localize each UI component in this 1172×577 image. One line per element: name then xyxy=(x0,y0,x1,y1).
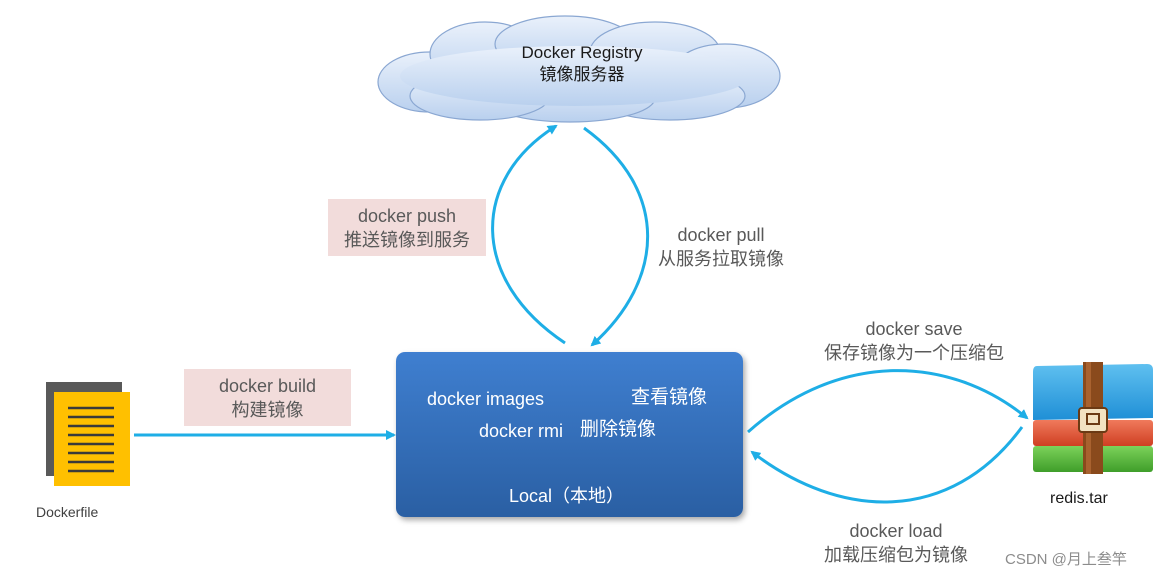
load-label: docker load 加载压缩包为镜像 xyxy=(805,519,987,567)
push-command: docker push xyxy=(357,206,457,226)
push-arrow xyxy=(491,124,566,345)
rmi-description: 删除镜像 xyxy=(580,419,657,440)
pull-command: docker pull xyxy=(677,225,765,245)
load-arrow xyxy=(750,426,1024,504)
registry-subtitle: 镜像服务器 xyxy=(539,65,625,84)
load-description: 加载压缩包为镜像 xyxy=(824,545,968,565)
registry-name: Docker Registry xyxy=(521,43,643,62)
local-label: Local（本地） xyxy=(509,486,625,506)
dockerfile-label: Dockerfile xyxy=(36,504,99,520)
document-icon xyxy=(46,382,130,486)
build-command: docker build xyxy=(218,376,317,396)
save-label: docker save 保存镜像为一个压缩包 xyxy=(800,317,1028,365)
load-command: docker load xyxy=(849,521,943,541)
archive-label: redis.tar xyxy=(1050,490,1108,507)
cloud-icon xyxy=(377,15,781,123)
rmi-command: docker rmi xyxy=(479,421,564,441)
images-description: 查看镜像 xyxy=(631,387,708,408)
images-command: docker images xyxy=(427,389,545,409)
registry-title: Docker Registry 镜像服务器 xyxy=(462,42,702,86)
save-description: 保存镜像为一个压缩包 xyxy=(824,343,1004,363)
build-description: 构建镜像 xyxy=(231,400,304,420)
archive-icon xyxy=(1033,362,1153,474)
build-label: docker build 构建镜像 xyxy=(184,369,351,426)
pull-description: 从服务拉取镜像 xyxy=(658,249,784,269)
pull-arrow xyxy=(583,126,650,347)
watermark: CSDN @月上叁竿 xyxy=(1005,551,1127,568)
local-box xyxy=(396,352,743,517)
push-label: docker push 推送镜像到服务 xyxy=(328,199,486,256)
save-arrow xyxy=(747,369,1029,434)
save-command: docker save xyxy=(865,319,963,339)
push-description: 推送镜像到服务 xyxy=(344,230,470,250)
pull-label: docker pull 从服务拉取镜像 xyxy=(645,223,797,271)
